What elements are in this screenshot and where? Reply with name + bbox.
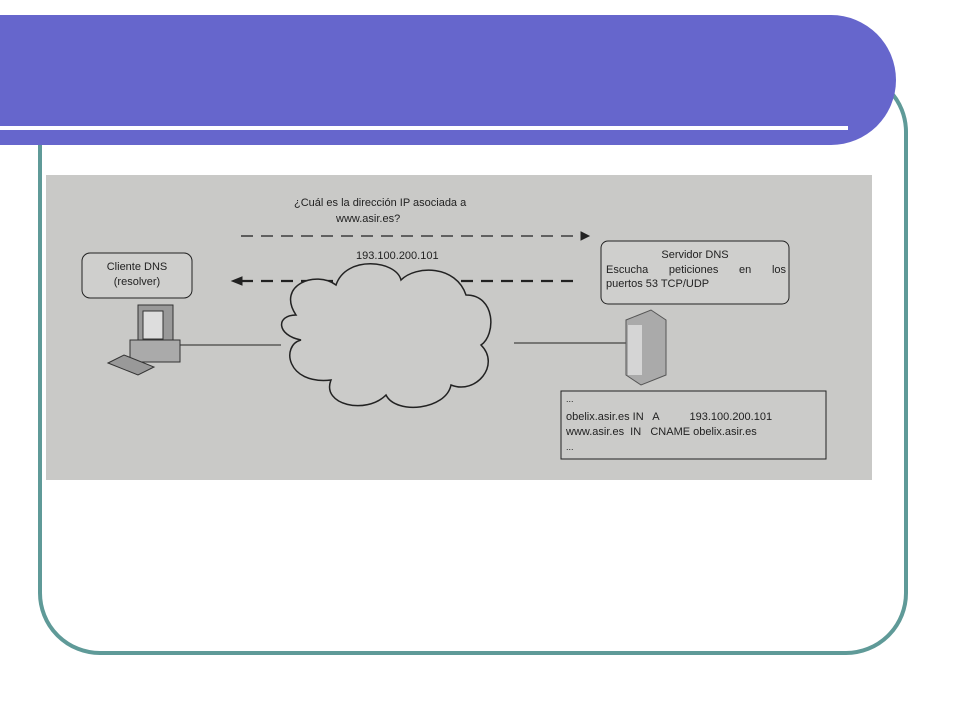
header-divider bbox=[0, 126, 848, 130]
query-text-line1: ¿Cuál es la dirección IP asociada a bbox=[294, 197, 467, 209]
server-title: Servidor DNS bbox=[661, 249, 729, 261]
client-computer-icon bbox=[106, 304, 181, 376]
records-box bbox=[560, 390, 827, 460]
diagram-graphics bbox=[81, 231, 827, 460]
client-sublabel: (resolver) bbox=[113, 276, 161, 288]
record-a: obelix.asir.es IN A 193.100.200.101 bbox=[566, 411, 773, 423]
response-arrowhead bbox=[230, 276, 243, 286]
slide-header-band bbox=[0, 15, 896, 145]
server-icon bbox=[625, 309, 667, 386]
client-label: Cliente DNS bbox=[106, 261, 168, 273]
query-text-line2: www.asir.es? bbox=[336, 213, 401, 225]
dns-diagram-photo: ¿Cuál es la dirección IP asociada a www.… bbox=[46, 175, 872, 480]
server-box bbox=[600, 240, 790, 305]
response-ip: 193.100.200.101 bbox=[356, 250, 439, 262]
server-desc-line1: Escucha peticiones en los bbox=[606, 264, 786, 276]
client-box bbox=[81, 252, 193, 299]
records-dots-bottom: ... bbox=[566, 442, 574, 452]
cloud-icon bbox=[280, 263, 492, 409]
record-cname: www.asir.es IN CNAME obelix.asir.es bbox=[566, 426, 757, 438]
server-desc-line2: puertos 53 TCP/UDP bbox=[606, 278, 710, 290]
query-arrowhead bbox=[580, 231, 591, 241]
records-dots-top: ... bbox=[566, 394, 574, 404]
